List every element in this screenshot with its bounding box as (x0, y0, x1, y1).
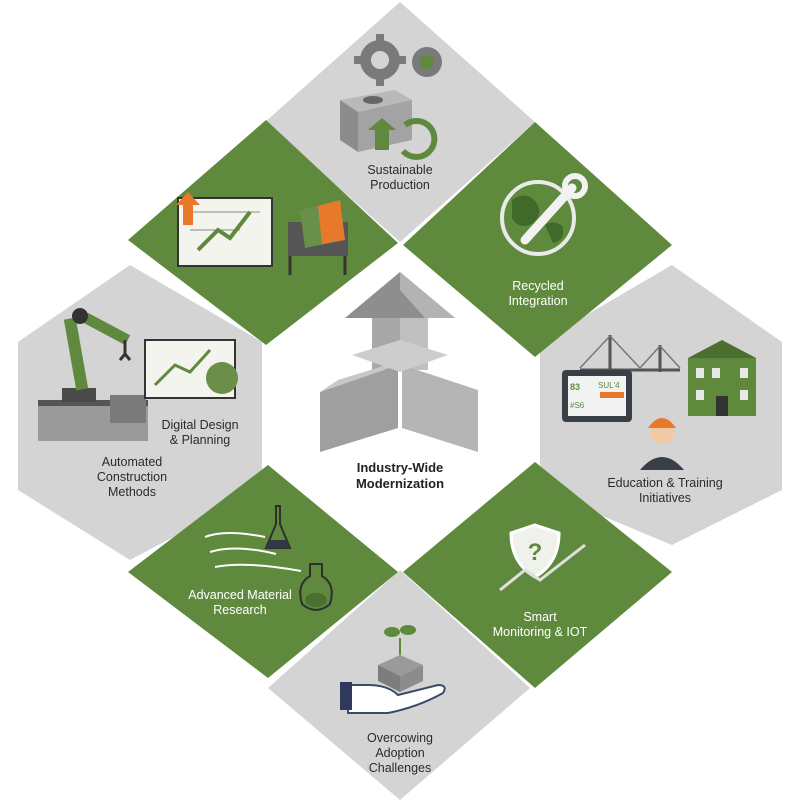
label-line: Modernization (355, 476, 445, 491)
label-center-modernization: Industry-Wide Modernization (330, 460, 470, 492)
label-line: Automated (101, 455, 163, 469)
label-overcoming-adoption: Overcowing Adoption Challenges (340, 731, 460, 776)
svg-text:?: ? (528, 539, 543, 566)
label-automated-construction: Automated Construction Methods (72, 455, 192, 500)
label-line: Methods (108, 485, 156, 499)
tablet-text-3: #S6 (570, 401, 585, 410)
label-recycled-integration: Recycled Integration (478, 279, 598, 309)
label-line: Monitoring & IOT (492, 625, 588, 639)
label-line: Research (213, 603, 267, 617)
globe-wrench-icon (500, 173, 588, 256)
label-education-training: Education & Training Initiatives (590, 476, 740, 506)
blueprint-mixer-icon (176, 192, 348, 275)
label-advanced-material: Advanced Material Research (170, 588, 310, 618)
label-line: Production (370, 178, 430, 192)
label-line: Initiatives (638, 491, 692, 505)
label-line: Sustainable (367, 163, 433, 177)
label-sustainable-production: Sustainable Production (340, 163, 460, 193)
flask-icon (204, 505, 333, 611)
upward-blocks-arrow-icon (320, 272, 478, 452)
label-line: Integration (508, 294, 568, 308)
tablet-text-2: SUL'4 (598, 381, 620, 390)
gears-cube-recycle-icon (340, 34, 442, 160)
label-line: Challenges (368, 761, 432, 775)
hand-sprout-icon (340, 625, 446, 714)
shield-question-icon: ? (499, 523, 586, 592)
tile-education-training (540, 265, 782, 545)
robot-arm-icon (38, 308, 238, 441)
tile-advanced-material (128, 465, 398, 678)
label-line: Recycled (512, 279, 564, 293)
label-line: Advanced Material (188, 588, 292, 602)
label-line: Smart (523, 610, 557, 624)
label-line: Industry-Wide (356, 460, 444, 475)
label-smart-monitoring: Smart Monitoring & IOT (480, 610, 600, 640)
label-line: Overcowing (367, 731, 433, 745)
label-line: & Planning (169, 433, 231, 447)
tile-recycled-integration (403, 122, 672, 357)
label-line: Digital Design (161, 418, 239, 432)
tablet-text-1: 83 (570, 382, 580, 392)
label-line: Construction (96, 470, 168, 484)
label-digital-design: Digital Design & Planning (140, 418, 260, 448)
label-line: Adoption (375, 746, 425, 760)
label-line: Education & Training (607, 476, 723, 490)
bridge-school-worker-icon (562, 335, 756, 470)
